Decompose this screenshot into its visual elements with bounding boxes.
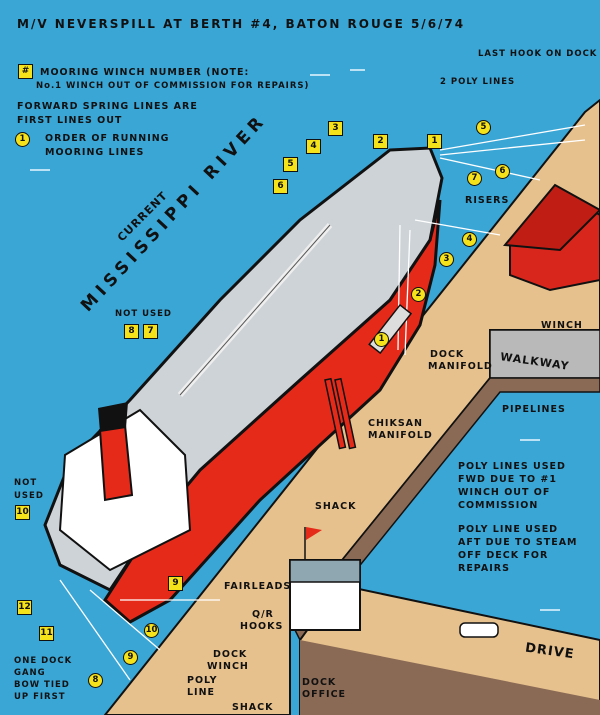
- label-dock-winch-1: DOCK: [213, 649, 248, 660]
- label-dock-manifold-2: MANIFOLD: [428, 361, 493, 372]
- note-fwd-2: FWD DUE TO #1: [458, 474, 557, 485]
- label-poly-lines: 2 POLY LINES: [440, 77, 516, 87]
- car: [459, 622, 499, 638]
- legend-winch-note: No.1 WINCH OUT OF COMMISSION FOR REPAIRS…: [36, 81, 310, 91]
- label-bow-4: UP FIRST: [14, 692, 66, 702]
- order-marker-6: 6: [495, 164, 510, 179]
- winch-marker-9: 9: [168, 576, 183, 591]
- winch-marker-6: 6: [273, 179, 288, 194]
- walkway-pipelines: [489, 329, 600, 379]
- note-aft-4: REPAIRS: [458, 563, 510, 574]
- waves: [30, 69, 560, 611]
- note-aft-3: OFF DECK FOR: [458, 550, 549, 561]
- label-dock-office-2: OFFICE: [302, 689, 347, 700]
- legend-spring-2: FIRST LINES OUT: [17, 115, 123, 126]
- winch-marker-4: 4: [306, 139, 321, 154]
- label-last-hook: LAST HOOK ON DOCK: [478, 49, 598, 59]
- note-fwd-3: WINCH OUT OF: [458, 487, 551, 498]
- label-not-used-aft-1: NOT: [14, 478, 38, 488]
- label-poly-line-1: POLY: [187, 675, 218, 686]
- label-risers: RISERS: [465, 195, 510, 206]
- label-poly-line-2: LINE: [187, 687, 216, 698]
- label-chiksan-1: CHIKSAN: [368, 418, 423, 429]
- legend-winch-symbol: #: [18, 64, 33, 79]
- label-dock-winch-2: WINCH: [207, 661, 249, 672]
- order-marker-8: 8: [88, 673, 103, 688]
- winch-marker-2: 2: [373, 134, 388, 149]
- order-marker-4: 4: [462, 232, 477, 247]
- warehouse-roof: [503, 183, 600, 252]
- winch-marker-5: 5: [283, 157, 298, 172]
- note-fwd-4: COMMISSION: [458, 500, 539, 511]
- label-qr-2: HOOKS: [240, 621, 284, 632]
- legend-spring-1: FORWARD SPRING LINES ARE: [17, 101, 198, 112]
- legend-order-symbol: 1: [15, 132, 30, 147]
- winch-marker-12: 12: [17, 600, 32, 615]
- chiksan-manifold: [324, 377, 357, 450]
- order-marker-9: 9: [123, 650, 138, 665]
- order-marker-2: 2: [411, 287, 426, 302]
- order-marker-3: 3: [439, 252, 454, 267]
- label-dock-manifold-1: DOCK: [430, 349, 465, 360]
- label-bow-2: GANG: [14, 668, 46, 678]
- label-not-used-fwd: NOT USED: [115, 309, 172, 319]
- winch-marker-7: 7: [143, 324, 158, 339]
- label-bow-1: ONE DOCK: [14, 656, 73, 666]
- winch-marker-11: 11: [39, 626, 54, 641]
- label-dock-office-1: DOCK: [302, 677, 337, 688]
- label-fairleads: FAIRLEADS: [224, 581, 292, 592]
- order-marker-10: 10: [144, 623, 159, 638]
- label-winch: WINCH: [541, 320, 583, 331]
- winch-marker-8: 8: [124, 324, 139, 339]
- legend-order-2: MOORING LINES: [45, 147, 145, 158]
- note-fwd-1: POLY LINES USED: [458, 461, 566, 472]
- order-marker-1: 1: [374, 332, 389, 347]
- legend-winch-text: MOORING WINCH NUMBER (NOTE:: [40, 67, 250, 78]
- diagram-title: M/V NEVERSPILL AT BERTH #4, BATON ROUGE …: [17, 17, 466, 31]
- legend-order-1: ORDER OF RUNNING: [45, 133, 170, 144]
- label-chiksan-2: MANIFOLD: [368, 430, 433, 441]
- drive-edge: [300, 640, 600, 715]
- winch-marker-3: 3: [328, 121, 343, 136]
- order-marker-7: 7: [467, 171, 482, 186]
- note-aft-1: POLY LINE USED: [458, 524, 559, 535]
- label-pipelines: PIPELINES: [502, 404, 566, 415]
- order-marker-5: 5: [476, 120, 491, 135]
- label-bow-3: BOW TIED: [14, 680, 70, 690]
- note-aft-2: AFT DUE TO STEAM: [458, 537, 578, 548]
- label-qr-1: Q/R: [252, 609, 274, 620]
- label-shack-bottom: SHACK: [232, 702, 274, 713]
- label-shack-top: SHACK: [315, 501, 357, 512]
- label-not-used-aft-2: USED: [14, 491, 44, 501]
- winch-marker-10: 10: [15, 505, 30, 520]
- winch-marker-1: 1: [427, 134, 442, 149]
